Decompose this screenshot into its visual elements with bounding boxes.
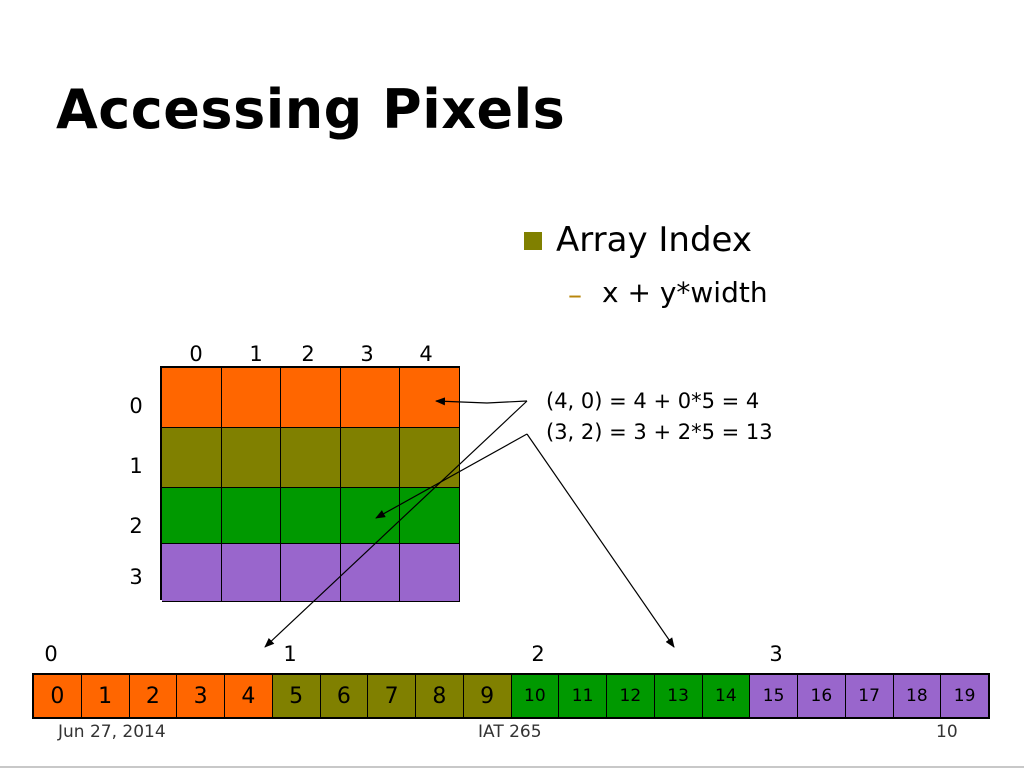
grid-cell bbox=[400, 488, 460, 544]
strip-cell: 5 bbox=[272, 675, 321, 717]
grid-cell bbox=[221, 428, 282, 488]
strip-cell: 6 bbox=[320, 675, 369, 717]
strip-cell: 19 bbox=[941, 675, 988, 717]
strip-cell: 15 bbox=[750, 675, 798, 717]
strip-cell: 10 bbox=[511, 675, 560, 717]
grid-cell bbox=[281, 488, 341, 544]
grid-cell bbox=[162, 544, 222, 602]
example-equation-1: (4, 0) = 4 + 0*5 = 4 bbox=[546, 389, 760, 413]
grid-row-label: 0 bbox=[129, 394, 143, 418]
grid-row-label: 3 bbox=[129, 565, 143, 589]
dash-bullet-icon: – bbox=[568, 278, 582, 311]
slide-title: Accessing Pixels bbox=[56, 78, 566, 141]
strip-cell: 13 bbox=[654, 675, 703, 717]
arrow-example-2-strip bbox=[526, 433, 675, 648]
grid-column-label: 4 bbox=[419, 342, 433, 366]
footer-rule bbox=[0, 766, 1024, 768]
grid-cell bbox=[162, 368, 222, 428]
strip-cell: 8 bbox=[416, 675, 464, 717]
grid-cell bbox=[221, 368, 282, 428]
strip-cell: 16 bbox=[798, 675, 846, 717]
strip-cell: 3 bbox=[177, 675, 225, 717]
bullet-array-index: Array Index bbox=[556, 220, 752, 260]
strip-cell: 11 bbox=[559, 675, 607, 717]
example-equation-2: (3, 2) = 3 + 2*5 = 13 bbox=[546, 420, 773, 444]
pixel-grid bbox=[160, 366, 460, 602]
strip-row-label: 1 bbox=[283, 642, 297, 666]
grid-column-label: 0 bbox=[189, 342, 203, 366]
grid-cell bbox=[400, 428, 460, 488]
grid-cell bbox=[340, 428, 401, 488]
grid-cell bbox=[281, 368, 341, 428]
grid-cell bbox=[281, 428, 341, 488]
grid-cell bbox=[281, 544, 341, 602]
grid-row-label: 2 bbox=[129, 514, 143, 538]
strip-row-label: 2 bbox=[531, 642, 545, 666]
footer-page-number: 10 bbox=[936, 722, 958, 742]
grid-cell bbox=[340, 368, 401, 428]
grid-row-label: 1 bbox=[129, 454, 143, 478]
bullet-formula: x + y*width bbox=[602, 276, 768, 309]
grid-column-label: 2 bbox=[301, 342, 315, 366]
strip-cell: 18 bbox=[893, 675, 942, 717]
grid-cell bbox=[221, 488, 282, 544]
grid-cell bbox=[221, 544, 282, 602]
strip-row-label: 0 bbox=[44, 642, 58, 666]
strip-row-label: 3 bbox=[769, 642, 783, 666]
strip-cell: 1 bbox=[81, 675, 130, 717]
grid-cell bbox=[162, 488, 222, 544]
strip-cell: 4 bbox=[225, 675, 273, 717]
footer-date: Jun 27, 2014 bbox=[58, 722, 166, 742]
grid-column-label: 1 bbox=[249, 342, 263, 366]
strip-cell: 2 bbox=[129, 675, 178, 717]
grid-cell bbox=[162, 428, 222, 488]
strip-cell: 7 bbox=[368, 675, 416, 717]
grid-cell bbox=[400, 368, 460, 428]
strip-cell: 14 bbox=[702, 675, 751, 717]
grid-cell bbox=[340, 488, 401, 544]
strip-cell: 9 bbox=[463, 675, 512, 717]
strip-cell: 17 bbox=[845, 675, 894, 717]
strip-cell: 12 bbox=[607, 675, 655, 717]
square-bullet-icon bbox=[524, 232, 542, 250]
grid-cell bbox=[340, 544, 401, 602]
strip-cell: 0 bbox=[34, 675, 82, 717]
footer-course: IAT 265 bbox=[478, 722, 542, 742]
grid-cell bbox=[400, 544, 460, 602]
grid-column-label: 3 bbox=[360, 342, 374, 366]
